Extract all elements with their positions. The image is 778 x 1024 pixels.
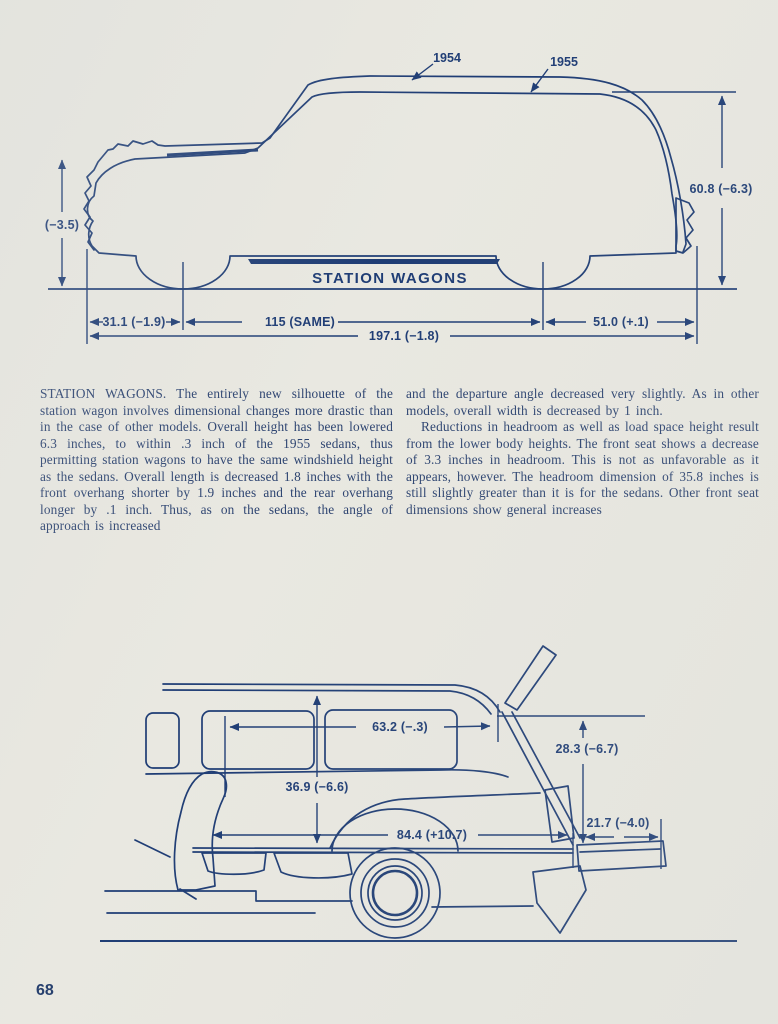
sill-tray-right (273, 852, 353, 879)
wheel-rim (360, 858, 430, 928)
callout-1954: 1954 (433, 51, 461, 65)
paragraph: and the departure angle decreased very s… (406, 386, 759, 418)
tailgate-dropped (576, 840, 667, 872)
station-wagon-rear-loading-diagram: 63.2 (−.3) 36.9 (−6.6) 28.3 (−6.7) 84.4 … (100, 645, 737, 942)
sill-tray-left (201, 852, 267, 876)
front-seat (173, 770, 228, 891)
side-window-rear (324, 709, 458, 770)
dim-load-height: 36.9 (−6.6) (285, 780, 348, 794)
hood-shadow-line (166, 148, 259, 157)
page-number: 68 (36, 982, 54, 999)
dim-rear-overhang: 51.0 (+.1) (593, 315, 649, 329)
callout-1955: 1955 (550, 55, 578, 69)
car-outline-1954 (83, 75, 687, 253)
latch-panel (544, 785, 575, 843)
dim-tailgate-length: 21.7 (−4.0) (586, 816, 649, 830)
paragraph: STATION WAGONS. The entirely new silhoue… (40, 386, 393, 533)
article-body: STATION WAGONS. The entirely new silhoue… (40, 386, 759, 535)
tire (349, 847, 441, 939)
liftgate-open (504, 645, 557, 711)
wheel-hub (371, 869, 419, 917)
underbody-line (431, 905, 534, 908)
paragraph: Reductions in headroom as well as load s… (406, 419, 759, 517)
dim-overall-length: 197.1 (−1.8) (369, 329, 439, 343)
dim-front-overhang: 31.1 (−1.9) (102, 315, 165, 329)
tailgate-pillar (501, 711, 581, 846)
floor-steps (104, 839, 353, 914)
beltline (145, 768, 509, 778)
rocker-panel-shadow (248, 259, 500, 264)
extension-lines (86, 246, 698, 344)
dim-liftgate-opening: 28.3 (−6.7) (555, 742, 618, 756)
dim-seat-to-tailgate: 63.2 (−.3) (372, 720, 428, 734)
dim-load-floor: 84.4 (+10.7) (397, 828, 467, 842)
side-window-mid (201, 710, 315, 770)
roof-lines (162, 683, 501, 715)
car-body-1955 (86, 91, 678, 290)
fender-opening (331, 808, 459, 852)
wheel-ring (367, 865, 423, 921)
dim-overall-height: 60.8 (−6.3) (689, 182, 752, 196)
station-wagon-silhouette-diagram: (−3.5) 60.8 (−6.3) 31.1 (−1.9) 115 (SAME… (45, 51, 752, 344)
rear-bumper-1955 (675, 197, 695, 254)
diagram-caption: STATION WAGONS (312, 270, 468, 287)
side-window-small (145, 712, 180, 769)
dim-front-height: (−3.5) (45, 218, 79, 232)
dim-wheelbase: 115 (SAME) (265, 315, 335, 329)
article-column-left: STATION WAGONS. The entirely new silhoue… (40, 386, 393, 535)
article-column-right: and the departure angle decreased very s… (406, 386, 759, 535)
rear-bumper (532, 865, 587, 934)
